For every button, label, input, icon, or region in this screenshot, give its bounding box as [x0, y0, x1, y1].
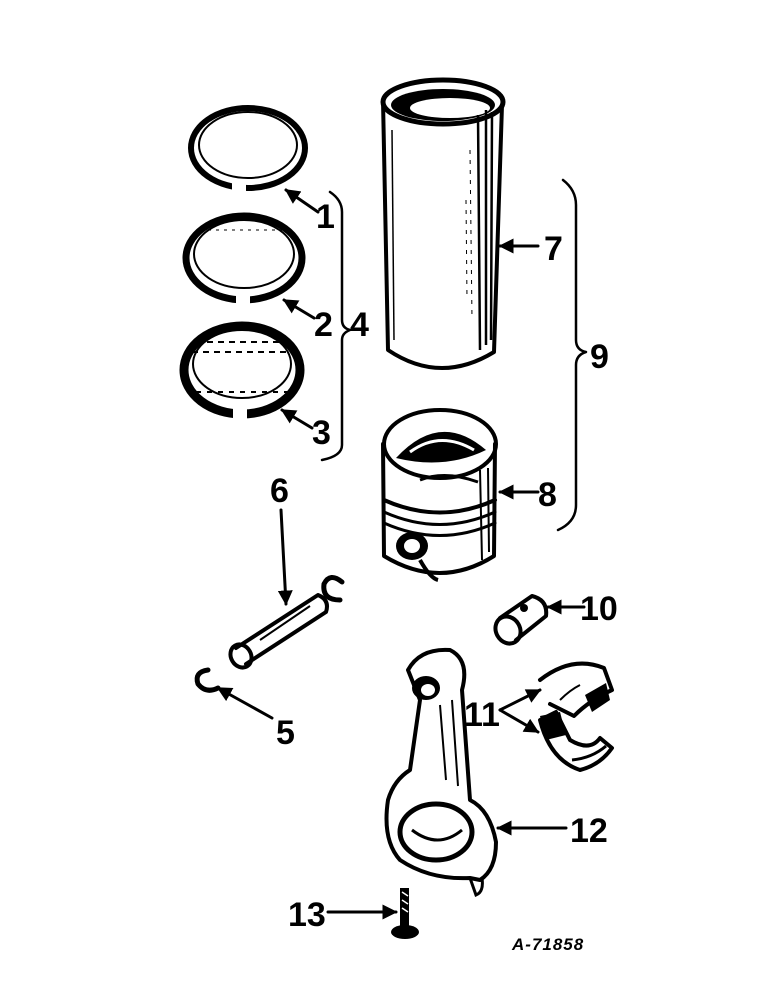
piston-ring-3 — [179, 321, 305, 419]
figure-number: A-71858 — [511, 935, 584, 954]
callout-9: 9 — [590, 338, 609, 376]
snap-ring-right — [321, 575, 345, 603]
callout-3: 3 — [312, 414, 331, 452]
piston-ring-2 — [182, 212, 306, 304]
callout-4: 4 — [350, 306, 369, 344]
snap-ring-left — [194, 667, 221, 693]
callout-13: 13 — [288, 896, 326, 934]
callout-11: 11 — [464, 696, 500, 734]
bearing-half-upper — [538, 661, 614, 718]
callout-10: 10 — [580, 590, 618, 628]
cylinder-sleeve — [380, 77, 506, 370]
piston-pin — [228, 593, 329, 670]
callout-12: 12 — [570, 812, 608, 850]
rod-bolt — [391, 888, 419, 939]
callout-5: 5 — [276, 714, 295, 752]
callout-8: 8 — [538, 476, 557, 514]
callout-7: 7 — [544, 230, 563, 268]
callout-6: 6 — [270, 472, 289, 510]
bearing-half-lower — [538, 710, 614, 772]
pin-bushing — [493, 594, 549, 646]
piston — [381, 408, 498, 582]
callout-2: 2 — [314, 306, 333, 344]
piston-ring-1 — [188, 105, 308, 192]
callout-1: 1 — [316, 198, 335, 236]
connecting-rod — [384, 647, 498, 897]
